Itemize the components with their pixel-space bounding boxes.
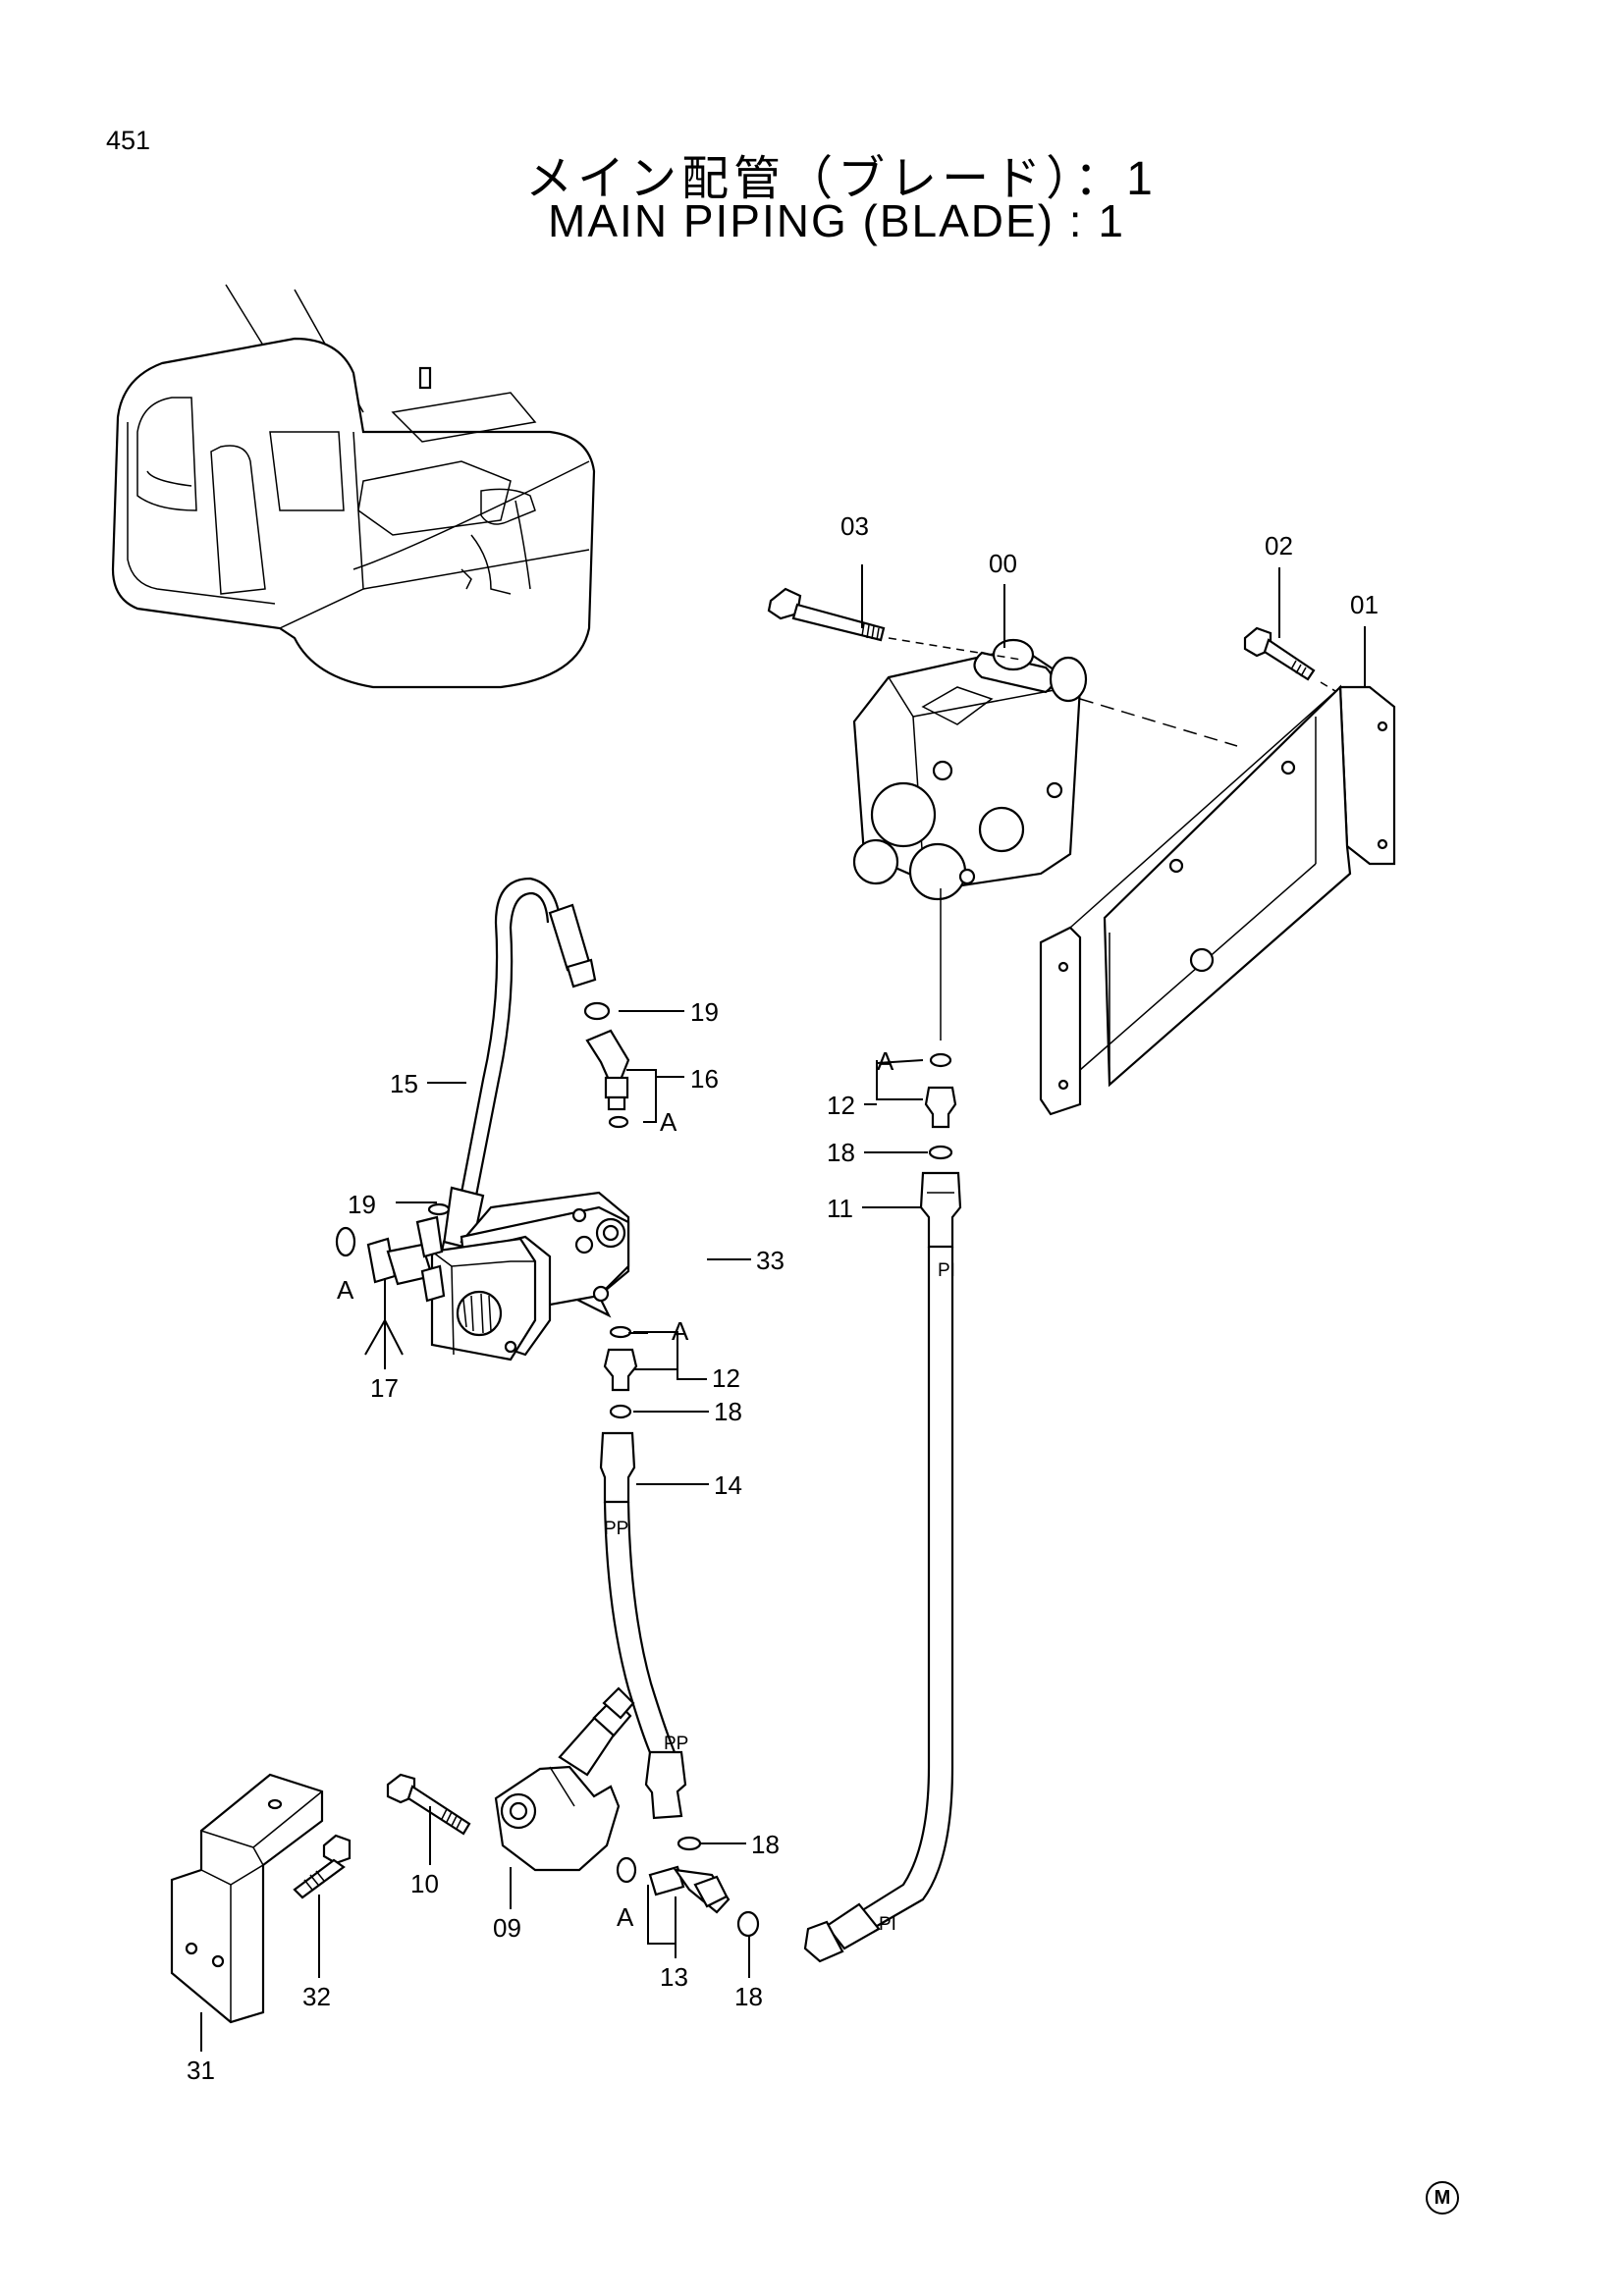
o-ring-12-lower	[609, 1325, 632, 1339]
hose-15-b	[474, 891, 550, 1197]
callout-12-lower: 12	[712, 1363, 740, 1393]
callout-10: 10	[410, 1869, 439, 1898]
control-valve-00	[852, 638, 1088, 1041]
hose-14-bottom-fitting	[644, 1750, 687, 1820]
callout-31: 31	[187, 2056, 215, 2085]
hose-15-a	[460, 877, 562, 1194]
callout-14: 14	[714, 1470, 742, 1500]
callout-00: 00	[989, 549, 1017, 578]
hose-14-a	[603, 1501, 654, 1758]
callout-19-lower: 19	[348, 1190, 376, 1219]
callout-numbers: 03 00 02 01 19 16 15 12 18 11 19 33 17 1…	[187, 511, 1379, 2085]
callout-15: 15	[390, 1069, 418, 1098]
fittings-right	[919, 1052, 962, 1249]
callout-13: 13	[660, 1962, 688, 1992]
bolt-32	[293, 1834, 352, 1899]
callout-18-lower: 18	[714, 1397, 742, 1426]
tee-fitting-17	[366, 1215, 446, 1303]
reference-markers: A A A A A	[337, 1046, 894, 1932]
callout-03: 03	[840, 511, 869, 541]
hose-11-b	[871, 1247, 954, 1930]
o-ring-17	[335, 1226, 356, 1257]
excavator-overview-illustration	[111, 284, 596, 689]
hose-14-b	[626, 1501, 679, 1760]
callout-18-right: 18	[827, 1138, 855, 1167]
port-label-pp-bottom: PP	[664, 1734, 688, 1754]
adapter-12-lower	[603, 1348, 638, 1392]
leader-lines	[200, 564, 1366, 2052]
o-ring-19-lower	[427, 1202, 451, 1216]
bolt-02	[1243, 626, 1346, 698]
mount-line	[1079, 698, 1238, 747]
manufacturer-mark: M	[1426, 2181, 1459, 2215]
o-ring-18-tee	[736, 1910, 760, 1938]
callout-01: 01	[1350, 590, 1379, 619]
bracket-plate-01	[1039, 684, 1396, 1116]
tee-fitting-13	[648, 1865, 731, 1914]
elbow-16	[585, 1029, 630, 1111]
o-ring-18-pilot	[677, 1836, 702, 1851]
port-label-pi-bottom: PI	[879, 1914, 896, 1935]
callout-12-right: 12	[827, 1091, 855, 1120]
callout-11: 11	[827, 1194, 853, 1223]
port-labels: PI PI PP PP	[604, 1260, 955, 1935]
callout-18-pilot: 18	[751, 1830, 780, 1859]
port-label-pp-top: PP	[604, 1519, 628, 1539]
callout-19-upper: 19	[690, 997, 719, 1027]
hose-11-elbow-nut	[803, 1920, 844, 1963]
pilot-valve-09	[494, 1686, 635, 1872]
ref-a-lower: A	[672, 1316, 689, 1346]
o-ring-13	[616, 1856, 637, 1884]
callout-33: 33	[756, 1246, 785, 1275]
callout-02: 02	[1265, 531, 1293, 561]
bracket-31	[170, 1773, 324, 2024]
o-ring-16	[608, 1115, 629, 1129]
ref-a-elbow: A	[660, 1107, 677, 1137]
o-ring-19-upper	[583, 1001, 611, 1021]
bolt-03	[767, 587, 1022, 661]
page-number: 451	[106, 126, 151, 155]
title-english: MAIN PIPING (BLADE) : 1	[548, 195, 1125, 246]
callout-32: 32	[302, 1982, 331, 2011]
hose-11-a	[863, 1247, 931, 1910]
callout-18-tee: 18	[734, 1982, 763, 2011]
ref-a-right: A	[877, 1046, 894, 1076]
callout-17: 17	[370, 1373, 399, 1403]
hose-15-top-fitting	[548, 903, 591, 972]
bolt-10	[386, 1773, 471, 1836]
ref-a-tee17: A	[337, 1275, 354, 1305]
valve-unit-33	[430, 1191, 630, 1362]
hose-14-top-fitting	[599, 1431, 636, 1504]
port-label-pi-top: PI	[938, 1260, 955, 1281]
ref-a-tee13: A	[617, 1902, 634, 1932]
title-japanese: メイン配管（ブレード）：1	[525, 153, 1158, 205]
o-ring-18-lower	[609, 1404, 632, 1419]
callout-09: 09	[493, 1913, 521, 1943]
callout-16: 16	[690, 1064, 719, 1094]
hose-11-end-fitting	[825, 1902, 881, 1950]
hose-15-top-nut	[566, 958, 597, 988]
